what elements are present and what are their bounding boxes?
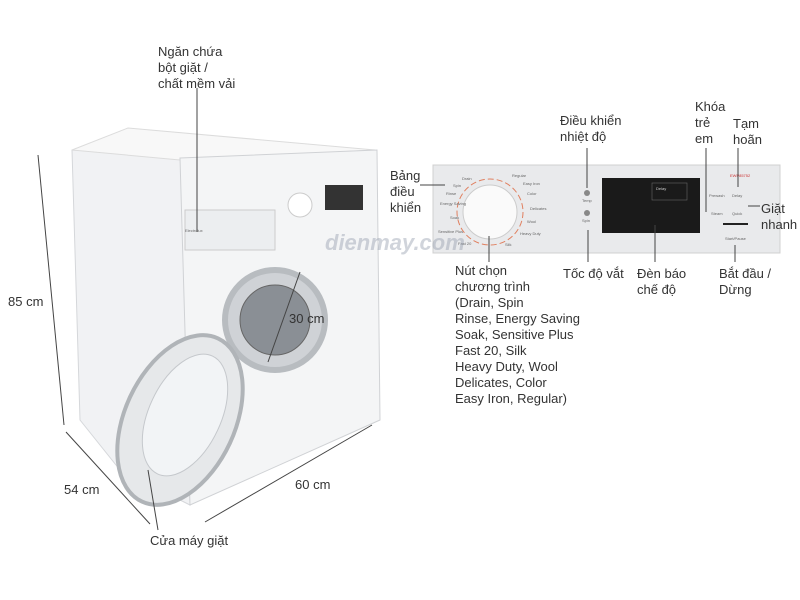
detergent-drawer-label: Ngăn chứa bột giặt / chất mềm vải: [158, 44, 236, 91]
machine-display: [325, 185, 363, 210]
panel-display: [602, 178, 700, 233]
dial-label: Drain: [462, 176, 472, 181]
program-dial: [456, 178, 524, 246]
width-label: 60 cm: [295, 477, 331, 492]
spin-button: [584, 210, 590, 216]
control-panel-label: Bảng điều khiển: [390, 168, 422, 215]
button-label: Spin: [582, 218, 590, 223]
height-label: 85 cm: [8, 294, 44, 309]
door-label: Cửa máy giặt: [150, 533, 229, 548]
dial-label: Spin: [453, 183, 461, 188]
dial-label: Easy Iron: [523, 181, 540, 186]
detergent-drawer: [184, 209, 276, 251]
machine-dial: [287, 192, 313, 218]
drum: [239, 284, 311, 356]
dial-label: Fast 20: [458, 241, 472, 246]
delay-box: [651, 182, 688, 201]
watermark: dienmay.com: [325, 230, 465, 255]
quick-wash-label: Giặt nhanh: [761, 201, 798, 232]
dial-label: Heavy Duty: [520, 231, 541, 236]
dial-label: Energy Saving: [440, 201, 466, 206]
door-leader: [147, 469, 159, 531]
model-number: EWP85752: [730, 173, 751, 178]
button-label: Quick: [732, 211, 742, 216]
spin-speed-label: Tốc độ vắt: [563, 266, 624, 281]
button-label: Delay: [732, 193, 742, 198]
depth-label: 54 cm: [64, 482, 100, 497]
dial-label: Rinse: [446, 191, 457, 196]
delay-label: Tạm hoãn: [733, 116, 762, 147]
temp-button: [584, 190, 590, 196]
door-dimension-line: [267, 271, 301, 363]
door-glass: [141, 353, 229, 477]
button-label: Start/Pause: [725, 236, 747, 241]
width-dimension-line: [204, 424, 373, 523]
program-dial-knob: [462, 184, 518, 240]
start-stop-label: Bắt đầu / Dừng: [719, 266, 772, 297]
dial-label: Color: [527, 191, 537, 196]
depth-dimension-line: [65, 431, 151, 525]
dial-label: Regular: [512, 173, 527, 178]
door-diameter-label: 30 cm: [289, 311, 325, 326]
dial-label: Wool: [527, 219, 536, 224]
button-label: Prewash: [709, 193, 725, 198]
temperature-label: Điều khiển nhiệt độ: [560, 113, 622, 144]
button-label: Temp: [582, 198, 593, 203]
dial-label: Soak: [450, 215, 459, 220]
dial-label: Delicates: [530, 206, 546, 211]
indicator-label: Đèn báo chế độ: [637, 266, 687, 297]
dial-label: Sensitive Plus: [438, 229, 463, 234]
display-delay-label: Delay: [656, 186, 666, 191]
start-pause-bar: [723, 223, 748, 225]
height-dimension-line: [37, 154, 65, 426]
button-label: Steam: [711, 211, 723, 216]
brand-logo: Electrolux: [185, 228, 203, 233]
dial-label: Silk: [505, 242, 511, 247]
child-lock-label: Khóa trẻ em: [695, 99, 726, 146]
program-dial-label: Nút chọn chương trình (Drain, Spin Rinse…: [455, 263, 581, 406]
